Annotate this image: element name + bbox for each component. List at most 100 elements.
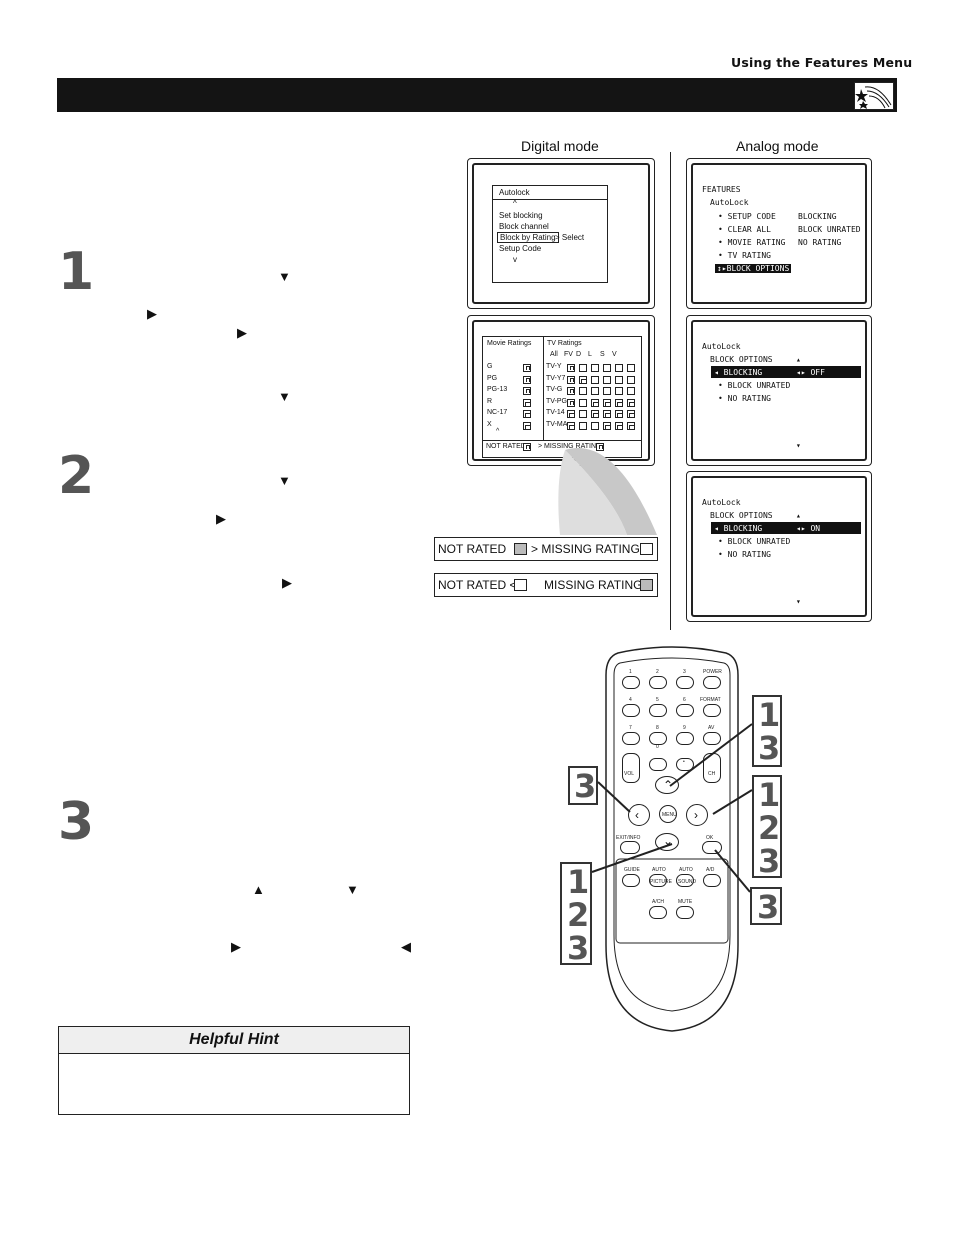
number-4-button[interactable] — [622, 704, 640, 717]
movie-lock-icon[interactable] — [523, 398, 531, 407]
ach-button[interactable] — [649, 906, 667, 919]
ach-label: A/CH — [652, 899, 664, 905]
movie-rating-label: G — [487, 363, 493, 370]
down-arrow-icon: ▼ — [278, 389, 291, 404]
movie-rating-label: PG-13 — [487, 386, 508, 393]
analog3-item-block-unrated: BLOCK UNRATED — [727, 537, 791, 546]
tv-lock-cell[interactable] — [567, 387, 575, 395]
tv-lock-cell[interactable] — [627, 398, 635, 407]
movie-lock-icon[interactable] — [523, 387, 531, 395]
analog2-down-arrow: ▾ — [796, 441, 801, 450]
down-button[interactable] — [655, 833, 679, 851]
tv-lock-cell[interactable] — [579, 387, 587, 395]
number-9-button[interactable] — [676, 732, 694, 745]
mute-button[interactable] — [676, 906, 694, 919]
tv-lock-cell[interactable] — [567, 375, 575, 384]
analog3-up-arrow: ▴ — [796, 511, 801, 520]
tv-lock-cell[interactable] — [579, 364, 587, 372]
right-arrow-icon: ▶ — [147, 306, 157, 321]
dot-label: • — [683, 759, 685, 765]
number-0-button[interactable] — [649, 758, 667, 771]
dot-button[interactable] — [676, 758, 694, 771]
tv-lock-cell[interactable] — [567, 410, 575, 418]
movie-lock-icon[interactable] — [523, 421, 531, 430]
callout-top-right: 1 3 — [752, 695, 782, 767]
left-arrow-icon: ‹ — [635, 808, 639, 822]
number-2-button[interactable] — [649, 676, 667, 689]
tv-lock-cell[interactable] — [591, 421, 599, 430]
guide-button[interactable] — [622, 874, 640, 887]
tv-lock-cell[interactable] — [579, 398, 587, 407]
number-5-button[interactable] — [649, 704, 667, 717]
right-arrow-icon: › — [694, 808, 698, 822]
tv-lock-cell[interactable] — [591, 387, 599, 395]
number-1-button[interactable] — [622, 676, 640, 689]
tv-lock-cell[interactable] — [627, 410, 635, 418]
tv-lock-cell[interactable] — [603, 410, 611, 418]
power-button[interactable] — [703, 676, 721, 689]
not-rated-label: NOT RATED — [486, 443, 526, 450]
tv-lock-cell[interactable] — [627, 387, 635, 395]
movie-lock-icon[interactable] — [523, 375, 531, 384]
tv-lock-cell[interactable] — [603, 398, 611, 407]
power-label: POWER — [703, 669, 722, 675]
tv-lock-cell[interactable] — [615, 387, 623, 395]
tv-lock-cell[interactable] — [567, 364, 575, 372]
picture-label: PICTURE — [650, 879, 672, 885]
callout-bottom-right-3: 3 — [757, 888, 780, 926]
number-3-button[interactable] — [676, 676, 694, 689]
auto-picture-button[interactable] — [649, 874, 667, 887]
analog2-value-off: OFF — [810, 368, 825, 377]
number-6-button[interactable] — [676, 704, 694, 717]
tv-lock-cell[interactable] — [627, 421, 635, 430]
movie-rating-label: R — [487, 397, 493, 405]
number-7-button[interactable] — [622, 732, 640, 745]
format-button[interactable] — [703, 704, 721, 717]
movie-lock-icon[interactable] — [523, 410, 531, 418]
tv-lock-cell[interactable] — [603, 387, 611, 395]
av-button[interactable] — [703, 732, 721, 745]
tv-lock-cell[interactable] — [591, 364, 599, 372]
exit-info-button[interactable] — [620, 841, 640, 854]
volume-rocker[interactable] — [622, 753, 640, 783]
tv-lock-cell[interactable] — [615, 398, 623, 407]
up-button[interactable] — [655, 776, 679, 794]
tv-lock-cell[interactable] — [579, 421, 587, 430]
tv-lock-cell[interactable] — [615, 410, 623, 418]
tv-lock-cell[interactable] — [591, 410, 599, 418]
tv-lock-cell[interactable] — [591, 398, 599, 407]
not-rated-lock-icon — [523, 443, 531, 451]
zoom-swoosh — [558, 448, 657, 535]
tv-lock-cell[interactable] — [579, 375, 587, 384]
tv-lock-cell[interactable] — [615, 375, 623, 384]
tv-rating-label: TV-PG — [546, 397, 568, 405]
tv-lock-cell[interactable] — [603, 364, 611, 372]
strip2-missing-rating: MISSING RATING — [544, 578, 643, 592]
menu-item-setup-code: Setup Code — [499, 244, 542, 253]
tv-lock-cell[interactable] — [567, 421, 575, 430]
menu-button[interactable] — [659, 805, 677, 823]
tv-lock-cell[interactable] — [627, 375, 635, 384]
tv-lock-cell[interactable] — [615, 364, 623, 372]
auto-sound-button[interactable] — [676, 874, 694, 887]
strip1-unlock-icon — [640, 543, 653, 555]
tv-lock-cell[interactable] — [603, 421, 611, 430]
not-rated-strip-1: NOT RATED > MISSING RATING — [434, 537, 658, 561]
tv-lock-cell[interactable] — [615, 421, 623, 430]
number-8-button[interactable] — [649, 732, 667, 745]
tv-lock-cell[interactable] — [567, 398, 575, 407]
analog2-title: AutoLock — [702, 342, 741, 351]
ok-button[interactable] — [702, 841, 722, 854]
analog3-down-arrow: ▾ — [796, 597, 801, 606]
movie-lock-icon[interactable] — [523, 364, 531, 372]
ad-button[interactable] — [703, 874, 721, 887]
left-button[interactable] — [628, 804, 650, 826]
tv-lock-cell[interactable] — [591, 375, 599, 384]
callout-left: 3 — [568, 766, 598, 805]
tv-lock-cell[interactable] — [627, 364, 635, 372]
tv-lock-cell[interactable] — [579, 410, 587, 418]
strip2-unlock-icon — [514, 579, 527, 591]
right-button[interactable] — [686, 804, 708, 826]
tv-lock-cell[interactable] — [603, 375, 611, 384]
analog-value-blocking: BLOCKING — [798, 212, 837, 221]
